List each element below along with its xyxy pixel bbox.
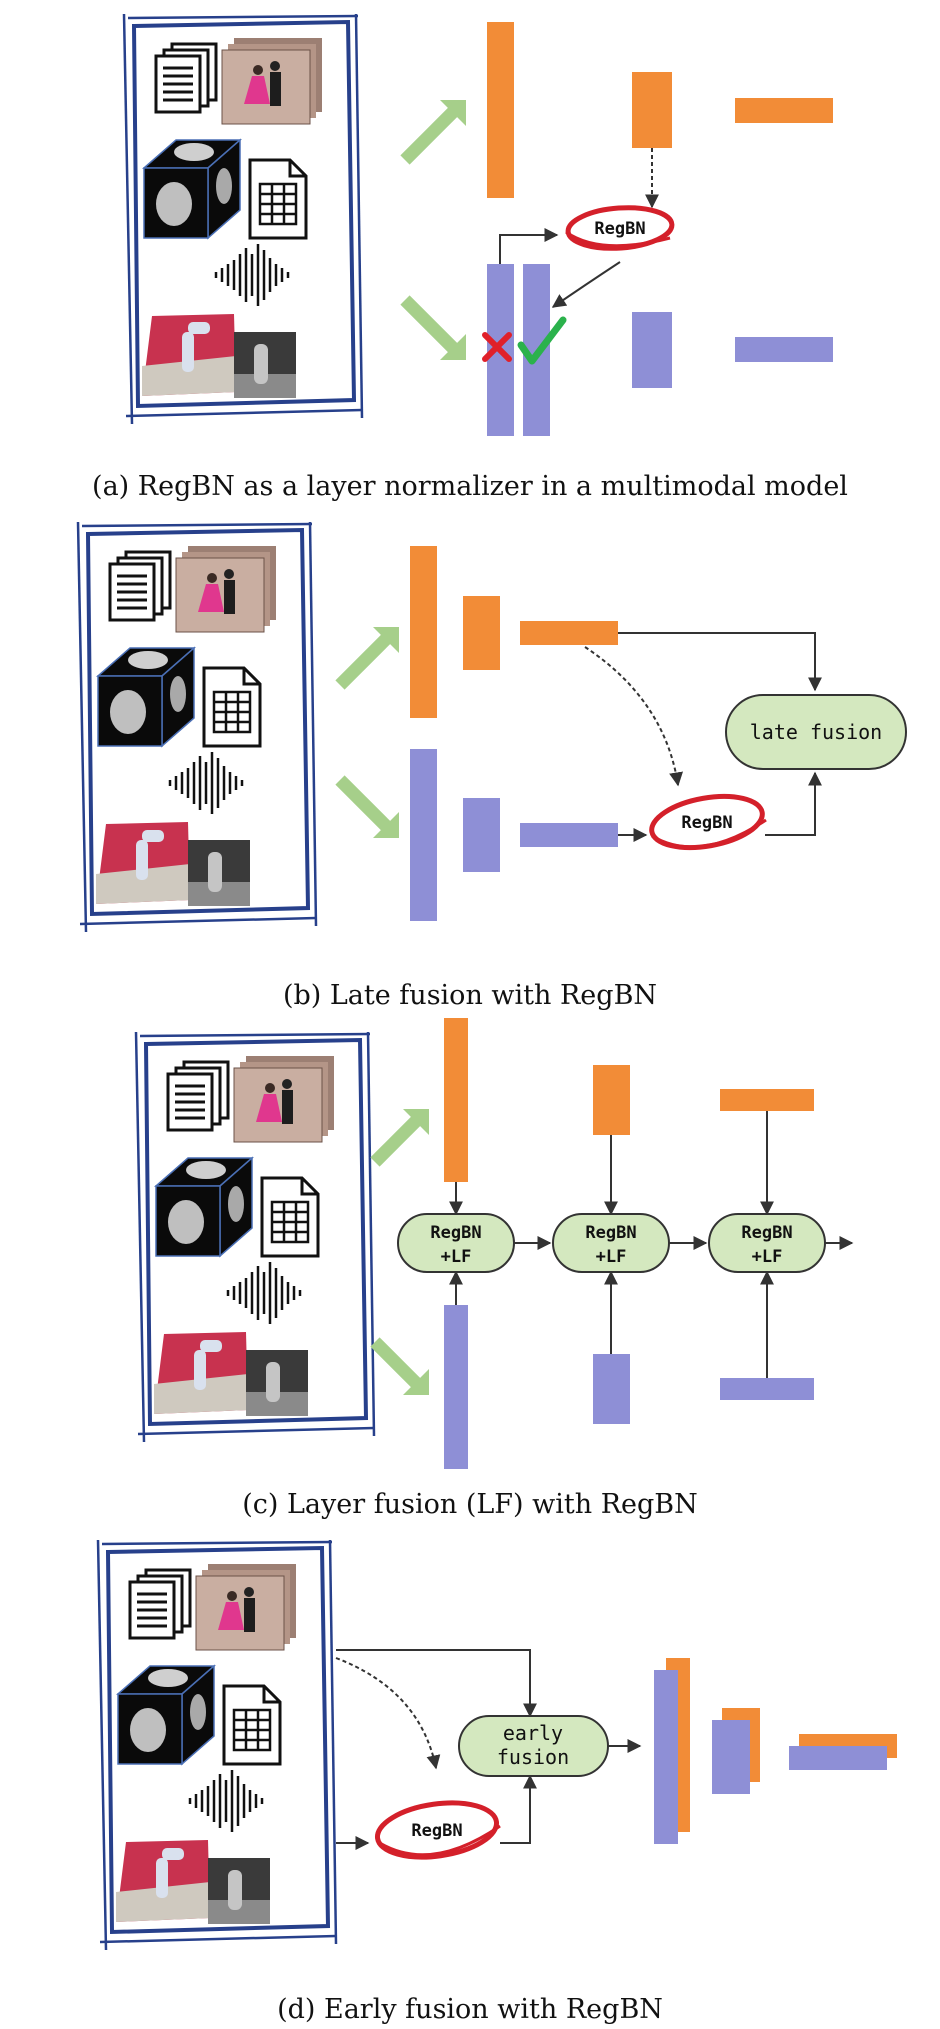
orange-layer-mid — [632, 72, 672, 148]
regbn-lf-label-line1: RegBN — [430, 1223, 481, 1243]
orange-layer-tall — [410, 546, 437, 718]
late-fusion-label: late fusion — [750, 720, 882, 744]
orange-layer-tall — [487, 22, 514, 198]
regbn-node-b: RegBN — [649, 793, 767, 851]
caption-a: (a) RegBN as a layer normalizer in a mul… — [92, 471, 848, 502]
late-fusion-box: late fusion — [725, 694, 907, 770]
green-arrow-up — [335, 632, 393, 690]
panel-c: RegBN +LF RegBN +LF RegBN +LF (c) Layer … — [134, 1018, 854, 1520]
purple-layer-flat — [520, 823, 618, 847]
purple-layer-3 — [720, 1378, 814, 1400]
green-arrow-down — [370, 1337, 423, 1390]
red-cross-icon — [482, 332, 512, 362]
purple-layer-flat — [735, 337, 833, 362]
orange-layer-2 — [593, 1065, 630, 1135]
regbn-node-a: RegBN — [565, 205, 675, 251]
panel-d: RegBN early fusion (d) Early fusion with… — [96, 1538, 897, 2025]
purple-layer-tall — [654, 1670, 678, 1844]
purple-layer-2 — [593, 1354, 630, 1424]
regbn-node-d: RegBN — [374, 1800, 501, 1860]
purple-layer-mid — [463, 798, 500, 872]
regbn-label: RegBN — [594, 219, 645, 239]
early-fusion-label-line2: fusion — [497, 1745, 569, 1769]
early-fusion-label-line1: early — [503, 1721, 563, 1745]
regbn-lf-node-1: RegBN +LF — [397, 1213, 515, 1273]
regbn-label: RegBN — [411, 1821, 462, 1841]
panel-a: RegBN (a) RegBN as a layer normalizer in… — [92, 12, 848, 502]
regbn-lf-node-3: RegBN +LF — [708, 1213, 826, 1273]
orange-layer-1 — [444, 1018, 468, 1182]
orange-layer-flat — [520, 621, 618, 645]
green-check-icon — [517, 316, 567, 365]
input-modalities-c — [134, 1030, 376, 1444]
caption-d: (d) Early fusion with RegBN — [277, 1994, 663, 2025]
orange-layer-mid — [463, 596, 500, 670]
regbn-lf-label-line2: +LF — [596, 1247, 627, 1267]
regbn-lf-label-line1: RegBN — [741, 1223, 792, 1243]
input-modalities-b — [76, 520, 318, 934]
green-arrow-down — [400, 295, 460, 355]
green-arrow-up — [370, 1114, 423, 1167]
regbn-lf-node-2: RegBN +LF — [552, 1213, 670, 1273]
purple-layer-mid — [632, 312, 672, 388]
purple-layer-tall — [410, 749, 437, 921]
purple-layer-flat — [789, 1746, 887, 1770]
early-fusion-box: early fusion — [458, 1715, 609, 1777]
regbn-lf-label-line2: +LF — [441, 1247, 472, 1267]
input-modalities-d — [96, 1538, 338, 1952]
orange-layer-flat — [735, 98, 833, 123]
regbn-lf-label-line2: +LF — [752, 1247, 783, 1267]
panel-b: RegBN late fusion (b) Late fusion with R… — [76, 520, 907, 1011]
caption-b: (b) Late fusion with RegBN — [283, 980, 657, 1011]
orange-layer-3 — [720, 1089, 814, 1111]
green-arrow-up — [400, 105, 460, 165]
regbn-lf-label-line1: RegBN — [585, 1223, 636, 1243]
purple-layer-mid — [712, 1720, 750, 1794]
input-modalities-a — [122, 12, 364, 426]
green-arrow-down — [335, 775, 393, 833]
caption-c: (c) Layer fusion (LF) with RegBN — [242, 1489, 698, 1520]
regbn-label: RegBN — [681, 813, 732, 833]
purple-layer-1 — [444, 1305, 468, 1469]
